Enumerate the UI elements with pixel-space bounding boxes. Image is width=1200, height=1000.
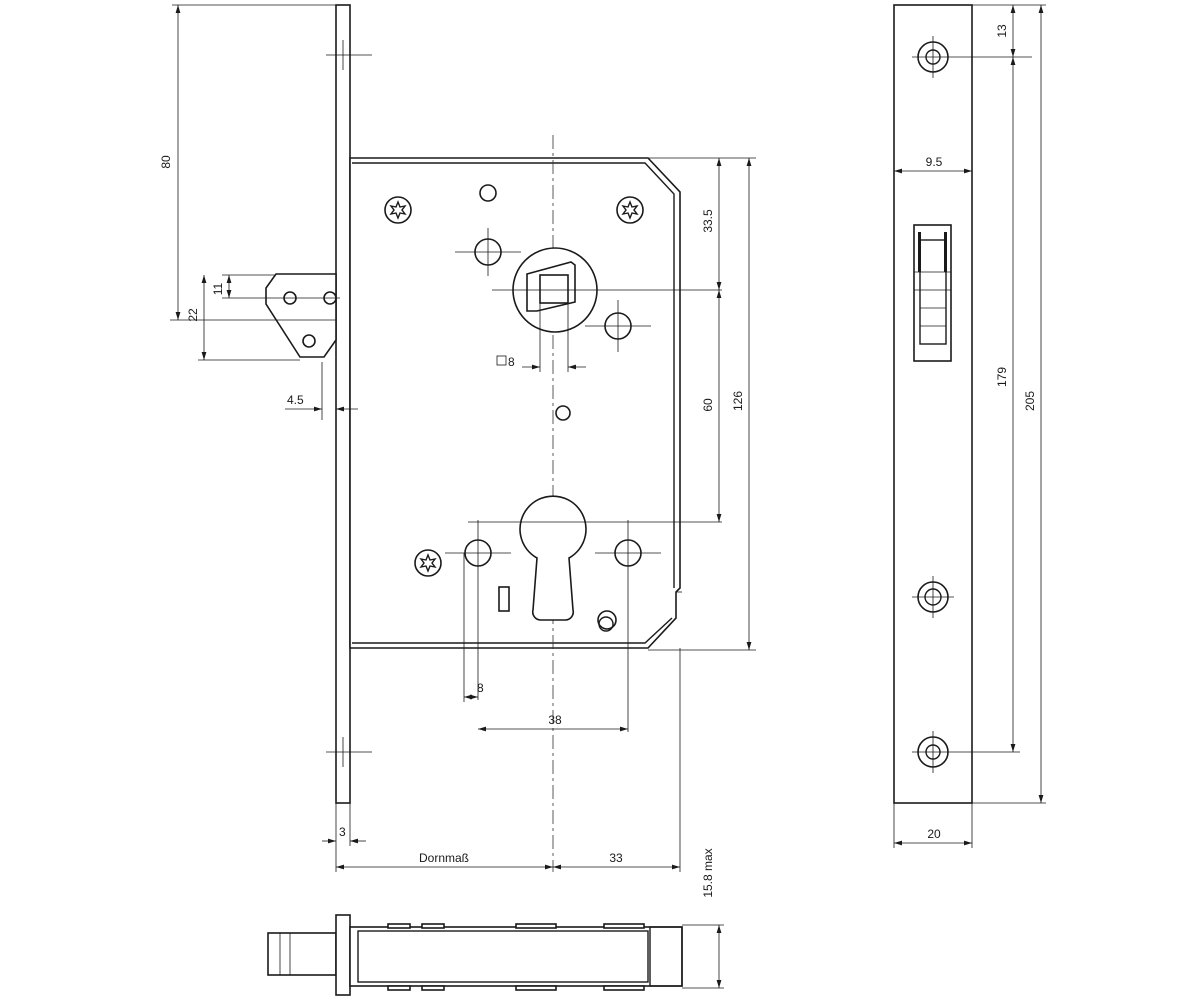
latch-opening — [913, 224, 952, 362]
faceplate-screw-bottom — [912, 731, 1020, 773]
rosette-hole-lower-left — [445, 520, 511, 700]
pin-bottom — [597, 610, 617, 630]
dim-33-label: 33 — [609, 851, 623, 865]
top-rivet-2 — [421, 923, 445, 929]
dim-38-label: 38 — [548, 713, 562, 727]
front-view — [265, 4, 722, 872]
dim-sq8-label: 8 — [508, 355, 515, 369]
dim-8-label: 8 — [477, 681, 484, 695]
top-rivet-3 — [515, 923, 557, 929]
dim-3-label: 3 — [339, 825, 346, 839]
rosette-hole-lower-right — [595, 520, 661, 732]
bottom-rivet-2 — [421, 985, 445, 991]
bottom-rivet-1 — [387, 985, 411, 991]
case-top-view-back — [649, 926, 683, 987]
bottom-view: 15.8 max — [267, 848, 724, 996]
faceplate-screw-top — [912, 36, 1032, 78]
faceplate-edge — [335, 914, 351, 996]
follower-spindle — [492, 247, 722, 333]
latch-bolt — [265, 273, 337, 358]
faceplate — [335, 4, 351, 804]
latch-top-view — [267, 932, 337, 976]
latch-hole-3 — [302, 334, 316, 348]
faceplate-side — [893, 4, 973, 804]
dim-15-8-label: 15.8 max — [701, 848, 715, 897]
dim-20-label: 20 — [927, 827, 941, 841]
dim-179-label: 179 — [995, 367, 1009, 387]
lock-case-inner-edge-bottom — [352, 617, 673, 644]
dim-33-5-label: 33.5 — [701, 209, 715, 233]
torx-screw-top-right — [616, 196, 644, 224]
torx-screw-bottom-left — [414, 549, 442, 577]
dim-4-5-label: 4.5 — [287, 393, 304, 407]
slot — [498, 586, 510, 612]
dim-13-label: 13 — [995, 24, 1009, 38]
pin-bottom-inner — [598, 616, 614, 632]
dim-205-label: 205 — [1023, 391, 1037, 411]
front-dimensions: 80 11 22 4.5 3 Dornmaß 33 33.5 — [159, 4, 756, 872]
bottom-rivet-3 — [515, 985, 557, 991]
dim-22-label: 22 — [186, 308, 200, 322]
square-symbol-icon — [496, 355, 507, 366]
lock-case — [349, 157, 681, 649]
bottom-rivet-4 — [603, 985, 645, 991]
side-view: 13 9.5 179 205 20 — [893, 4, 1046, 848]
lock-case-inner-edge-top — [352, 162, 675, 588]
top-rivet-4 — [603, 923, 645, 929]
rosette-hole-upper-left — [455, 228, 521, 276]
hole-small-middle — [555, 405, 571, 421]
top-rivet-1 — [387, 923, 411, 929]
case-top-view — [349, 926, 683, 987]
case-top-view-inner — [357, 930, 649, 983]
dim-9-5-label: 9.5 — [926, 155, 943, 169]
hole-small-top — [479, 184, 497, 202]
dim-dornmass-label: Dornmaß — [419, 851, 469, 865]
faceplate-screw-middle — [912, 576, 954, 618]
rosette-hole-upper-right — [585, 300, 651, 352]
dim-126-label: 126 — [731, 391, 745, 411]
dim-80-label: 80 — [159, 155, 173, 169]
dim-11-label: 11 — [211, 282, 225, 295]
dim-60-label: 60 — [701, 398, 715, 412]
torx-screw-top-left — [384, 196, 412, 224]
